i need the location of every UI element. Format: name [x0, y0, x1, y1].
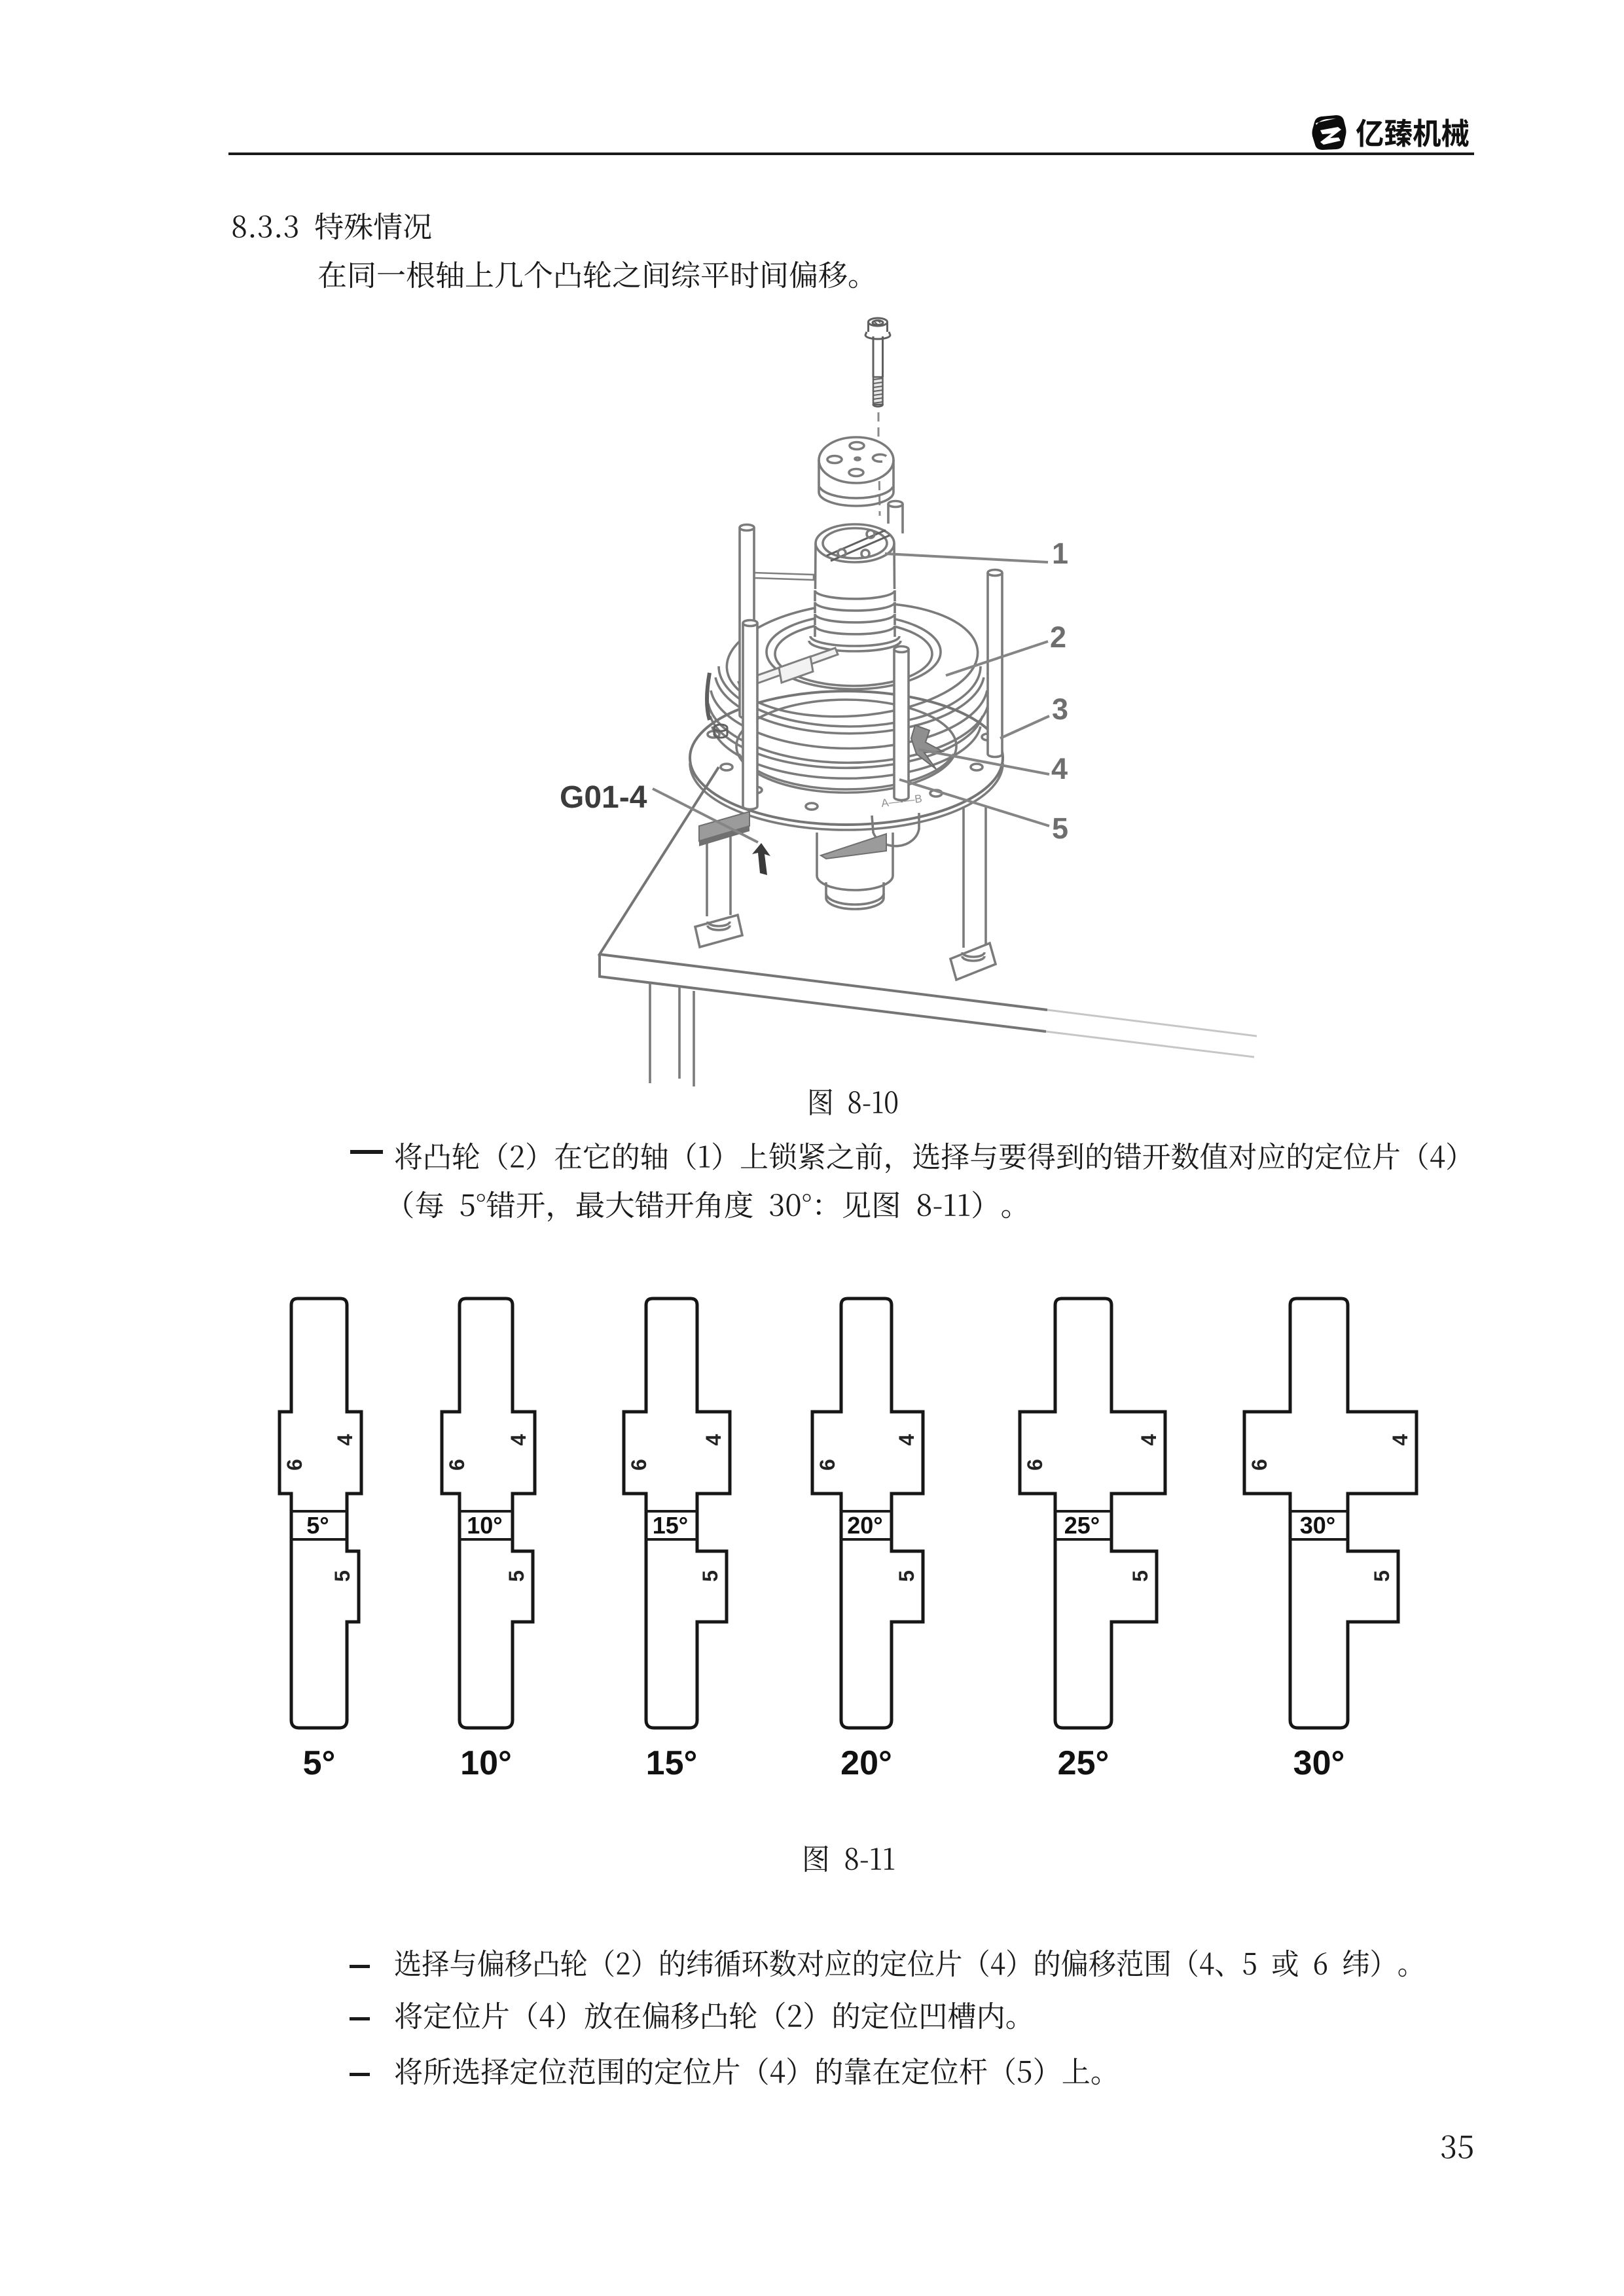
svg-text:6: 6	[445, 1459, 469, 1471]
svg-text:2: 2	[1050, 620, 1066, 654]
svg-text:6: 6	[1248, 1459, 1271, 1471]
svg-text:15°: 15°	[646, 1744, 698, 1782]
svg-text:5: 5	[505, 1570, 528, 1582]
svg-text:25°: 25°	[1058, 1744, 1110, 1782]
svg-text:20°: 20°	[847, 1512, 882, 1539]
svg-text:6: 6	[816, 1459, 839, 1471]
svg-text:6: 6	[627, 1459, 651, 1471]
svg-text:25°: 25°	[1064, 1512, 1100, 1539]
svg-text:5°: 5°	[306, 1512, 329, 1539]
svg-text:5°: 5°	[303, 1744, 336, 1782]
svg-text:4: 4	[507, 1434, 530, 1446]
svg-text:4: 4	[702, 1434, 725, 1446]
svg-text:G01-4: G01-4	[560, 780, 647, 815]
svg-text:5: 5	[698, 1570, 722, 1582]
svg-text:5: 5	[331, 1570, 354, 1582]
svg-text:6: 6	[1023, 1459, 1047, 1471]
svg-text:4: 4	[1388, 1434, 1412, 1446]
svg-text:5: 5	[1370, 1570, 1394, 1582]
svg-text:4: 4	[1137, 1434, 1161, 1446]
svg-text:4: 4	[895, 1434, 918, 1446]
svg-text:4: 4	[333, 1434, 357, 1446]
svg-text:15°: 15°	[653, 1512, 688, 1539]
svg-text:5: 5	[895, 1570, 918, 1582]
svg-text:10°: 10°	[460, 1744, 512, 1782]
svg-text:30°: 30°	[1300, 1512, 1335, 1539]
svg-text:30°: 30°	[1293, 1744, 1345, 1782]
svg-text:10°: 10°	[467, 1512, 502, 1539]
svg-text:5: 5	[1128, 1570, 1152, 1582]
svg-text:1: 1	[1052, 537, 1068, 570]
svg-text:5: 5	[1052, 812, 1068, 845]
svg-text:4: 4	[1051, 752, 1068, 785]
svg-text:3: 3	[1052, 692, 1068, 726]
svg-text:20°: 20°	[840, 1744, 892, 1782]
svg-text:6: 6	[283, 1459, 306, 1471]
